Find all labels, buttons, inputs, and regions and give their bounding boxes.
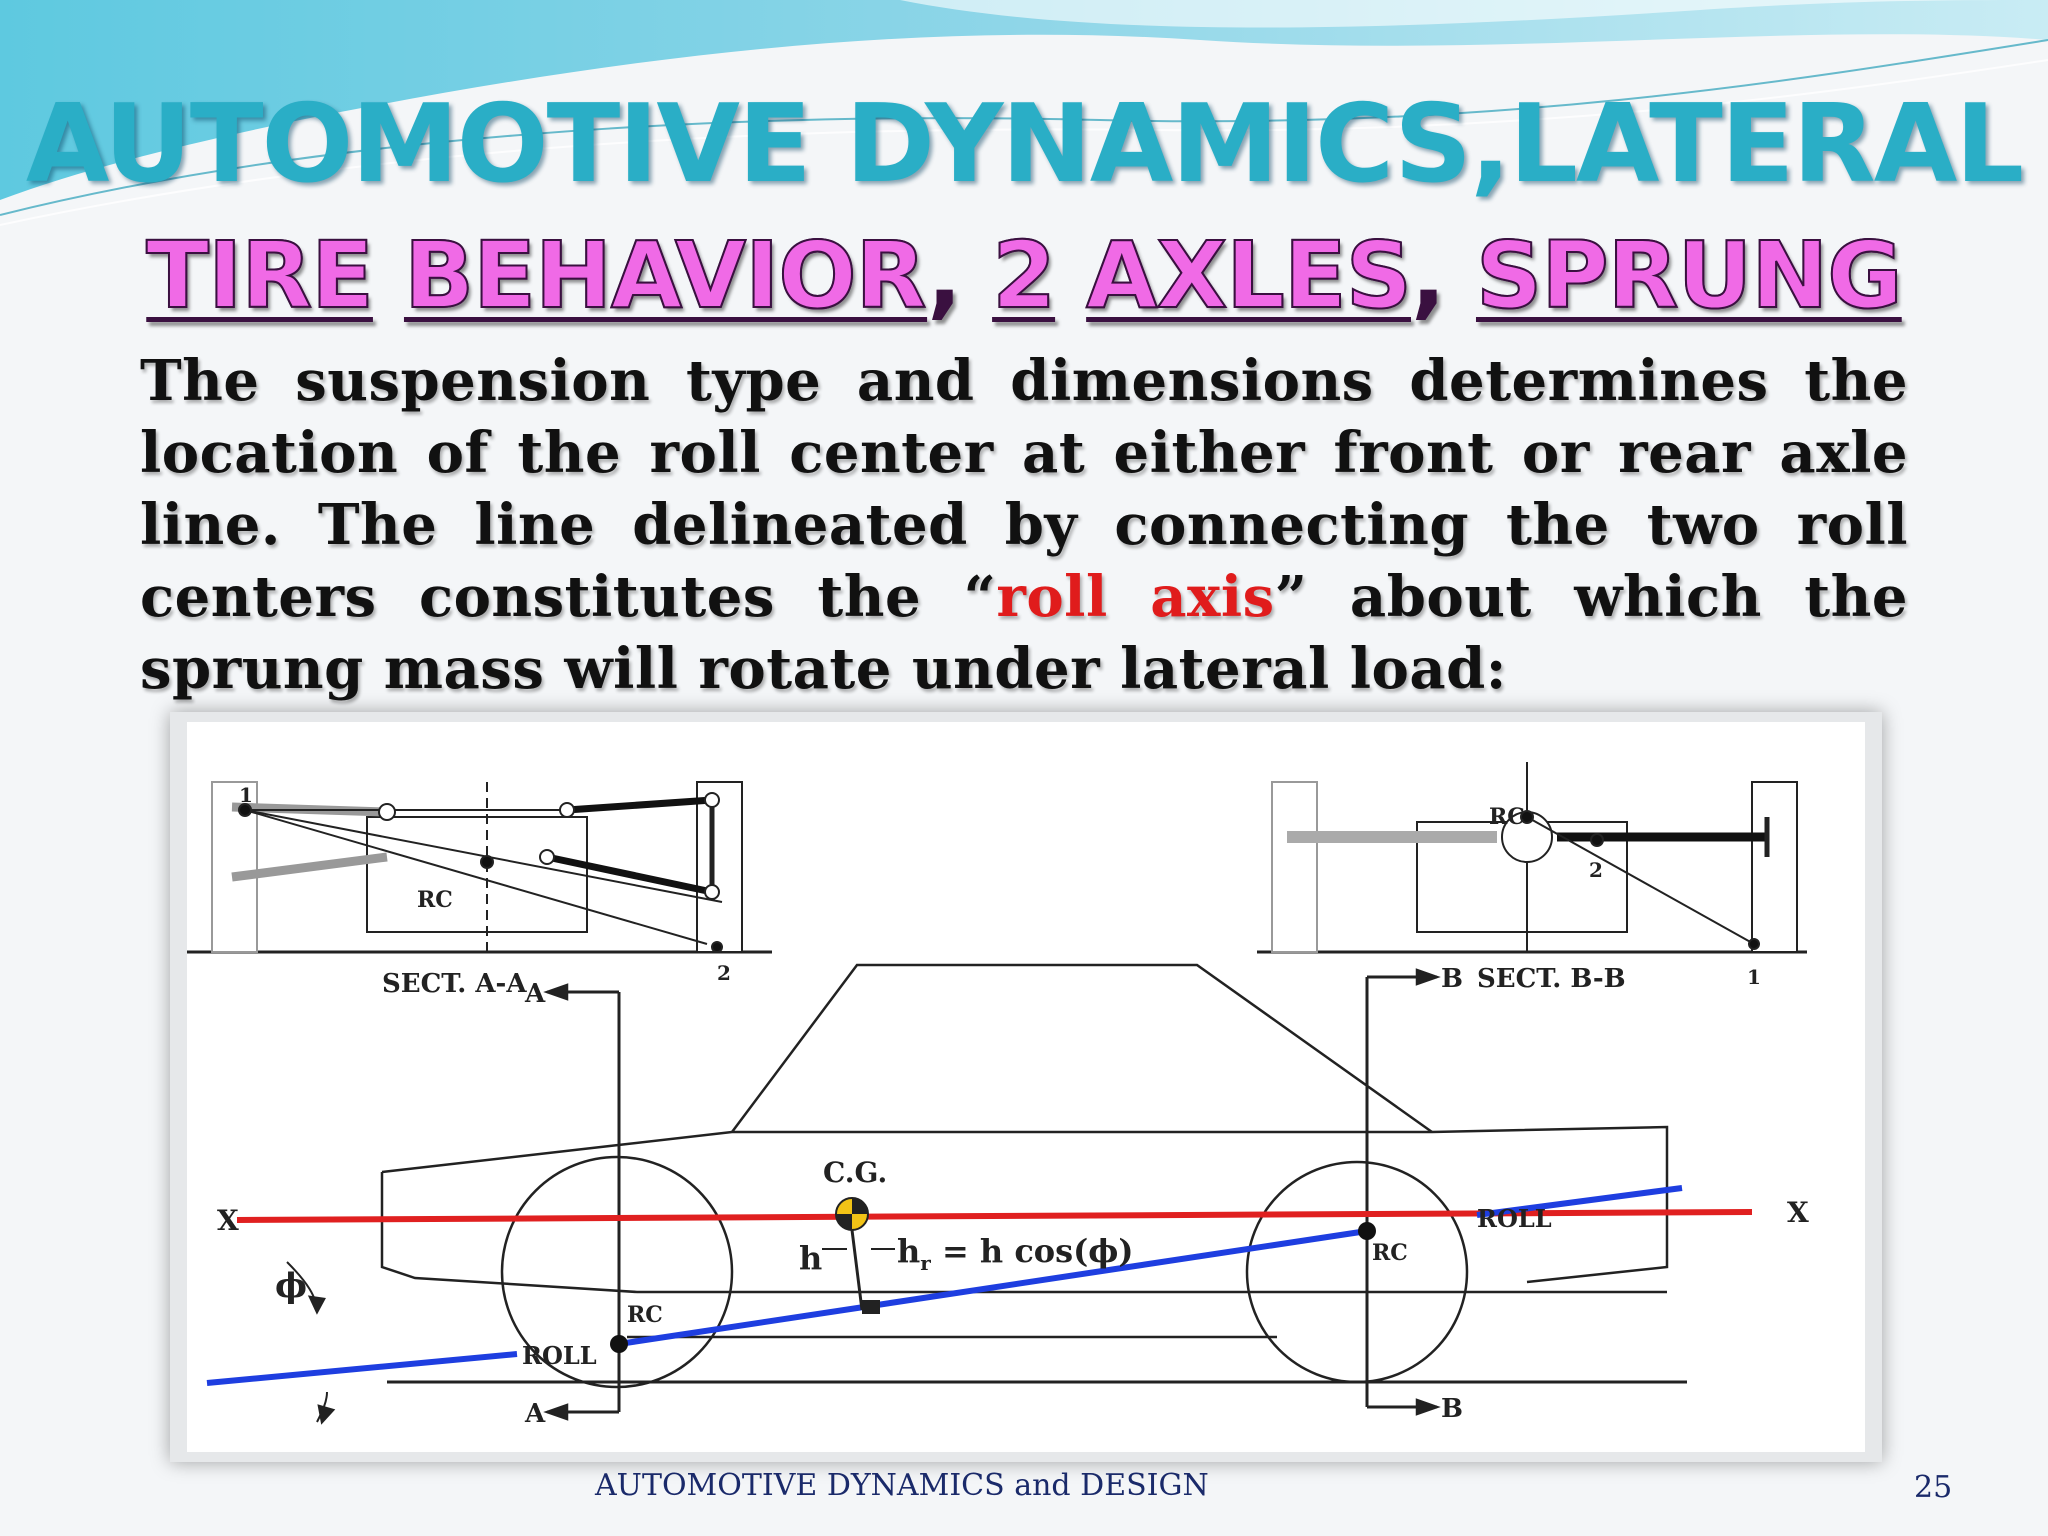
background-wave	[0, 0, 2048, 226]
roll-axis-diagram: SECT. A-A RC 1 2 SECT. B-B RC 2 1	[187, 722, 1865, 1452]
subtitle-word-2: 2	[991, 221, 1057, 330]
front-roll-center-point	[610, 1335, 628, 1353]
section-b-b-inset	[1257, 762, 1807, 954]
body-text-part2: ” about which the sprung mass will rotat…	[140, 564, 1908, 702]
slide-footer: AUTOMOTIVE DYNAMICS and DESIGN	[595, 1468, 1209, 1503]
section-b-top-label: B	[1441, 964, 1463, 994]
cg-marker	[835, 1197, 880, 1314]
section-a-a-label: SECT. A-A	[382, 969, 527, 999]
hr-equation-rest: = h cos(ϕ)	[931, 1232, 1134, 1270]
x-label-right: X	[1787, 1196, 1809, 1229]
rc-label-front: RC	[627, 1302, 663, 1328]
phi-label: ϕ	[275, 1266, 307, 1306]
cg-label: C.G.	[823, 1156, 887, 1189]
section-b-b-label: SECT. B-B	[1477, 964, 1626, 994]
slide-title: AUTOMOTIVE DYNAMICS,LATERAL	[25, 82, 2024, 207]
rc-label-section-b: RC	[1489, 804, 1525, 830]
slide-subtitle: TIRE BEHAVIOR, 2 AXLES, SPRUNG	[0, 221, 2048, 330]
node-2-label-section-b: 2	[1589, 858, 1603, 882]
rc-label-section-a: RC	[417, 887, 453, 913]
h-label: h	[799, 1239, 822, 1277]
section-b-bottom-label: B	[1441, 1394, 1463, 1424]
subtitle-word-sprung: SPRUNG	[1475, 221, 1904, 330]
roll-label-front: ROLL	[522, 1341, 597, 1370]
section-a-top-label: A	[524, 979, 546, 1009]
hr-symbol: h	[897, 1232, 920, 1270]
hr-subscript: r	[920, 1251, 931, 1275]
node-2-label-section-a: 2	[717, 961, 731, 985]
roll-label-rear: ROLL	[1477, 1204, 1552, 1233]
rear-roll-center-point	[1358, 1222, 1376, 1240]
section-a-bottom-label: A	[524, 1399, 546, 1429]
subtitle-comma: ,	[927, 222, 962, 329]
roll-axis-highlight: roll axis	[996, 564, 1275, 630]
subtitle-word-tire: TIRE	[145, 221, 375, 330]
subtitle-word-behavior: BEHAVIOR	[403, 221, 929, 330]
x-label-left: X	[217, 1204, 239, 1237]
node-1-label-section-a: 1	[239, 783, 253, 807]
hr-equation: hr = h cos(ϕ)	[897, 1232, 1134, 1275]
page-number: 25	[1914, 1470, 1953, 1505]
subtitle-comma: ,	[1411, 222, 1446, 329]
body-paragraph: The suspension type and dimensions deter…	[140, 345, 1908, 705]
rc-label-rear: RC	[1372, 1240, 1408, 1266]
roll-axis-line	[206, 1185, 1683, 1386]
section-a-a-inset	[187, 781, 772, 954]
roll-axis-diagram-frame: SECT. A-A RC 1 2 SECT. B-B RC 2 1	[170, 712, 1882, 1462]
subtitle-word-axles: AXLES	[1085, 221, 1413, 330]
body-text-part1: The suspension type and dimensions deter…	[140, 348, 1908, 630]
node-1-label-section-b: 1	[1747, 965, 1761, 989]
